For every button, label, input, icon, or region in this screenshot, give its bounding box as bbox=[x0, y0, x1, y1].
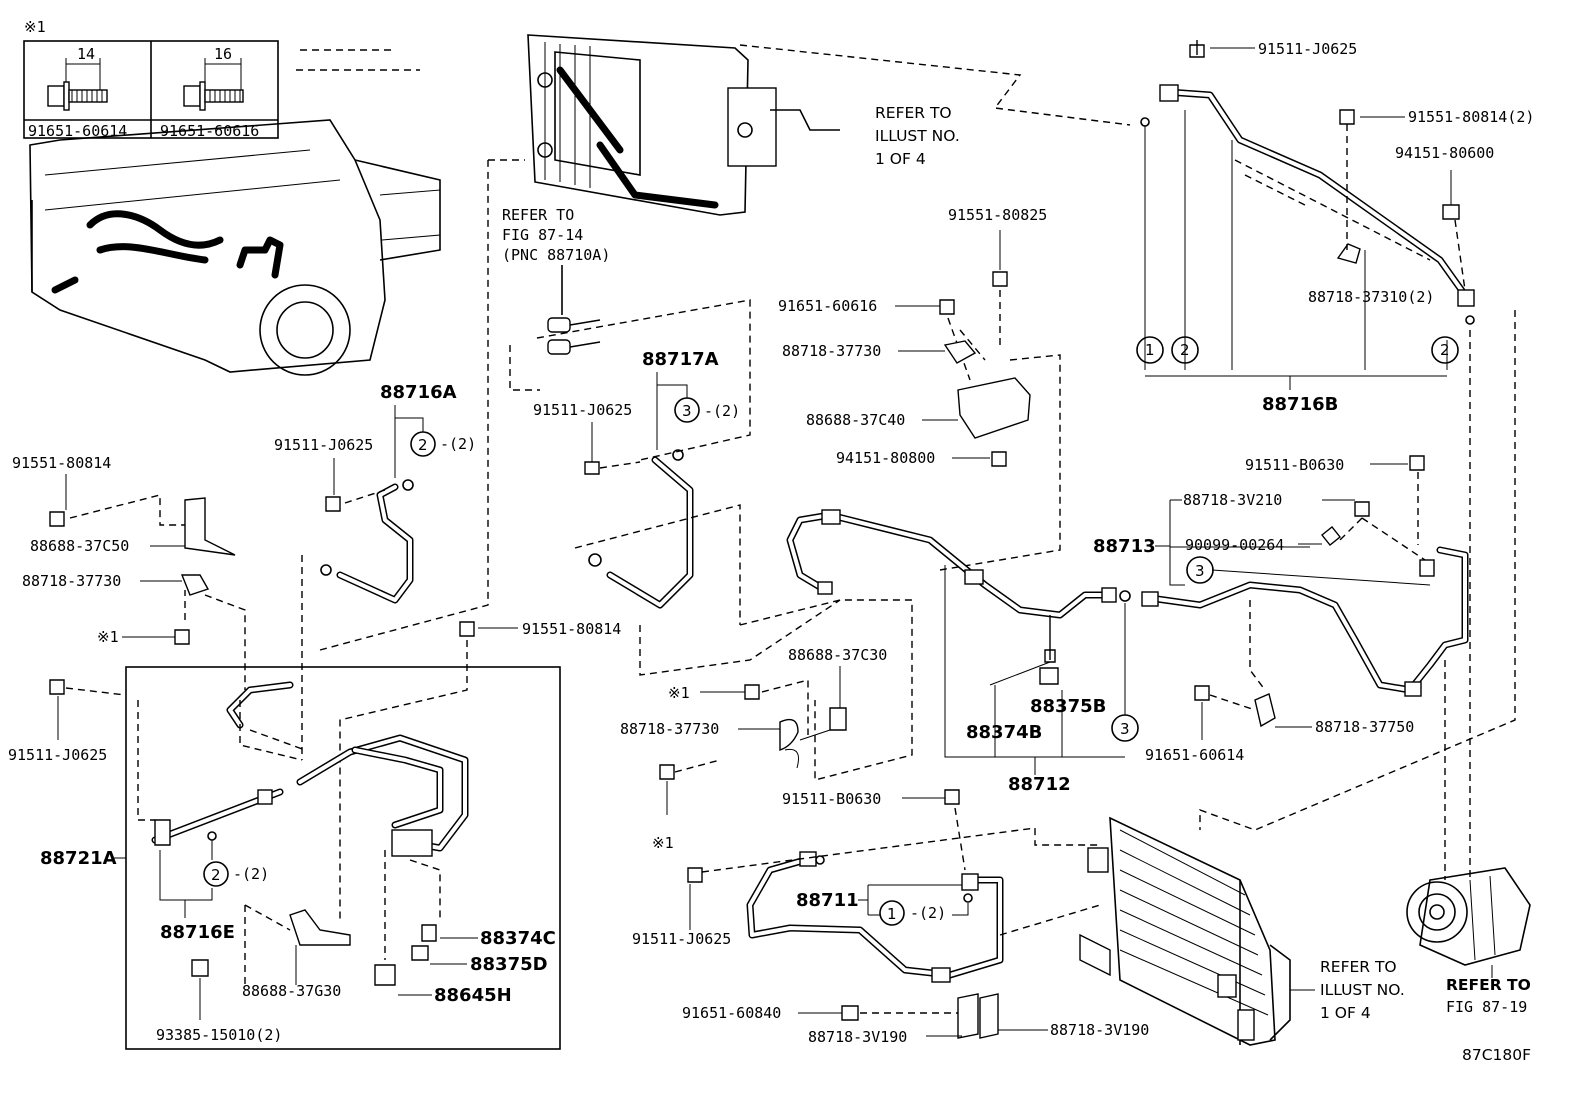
label-88721A: 88721A bbox=[40, 848, 117, 869]
label-88645H: 88645H bbox=[434, 985, 512, 1006]
label-88374B: 88374B bbox=[966, 722, 1042, 743]
label-88718-3V190-b: 88718-3V190 bbox=[1050, 1021, 1149, 1039]
label-93385-15010-2: 93385-15010(2) bbox=[156, 1026, 282, 1044]
label-91551-80825: 91551-80825 bbox=[948, 206, 1047, 224]
label-88718-37730-left: 88718-37730 bbox=[22, 572, 121, 590]
pipe-88711: 88711 1 -(2) bbox=[746, 851, 1004, 983]
refer-fig-line2: FIG 87-14 bbox=[502, 226, 583, 244]
label-91651-60840: 91651-60840 bbox=[682, 1004, 781, 1022]
refer-fig-line3: (PNC 88710A) bbox=[502, 246, 610, 264]
label-94151-80800: 94151-80800 bbox=[836, 449, 935, 467]
compressor-unit bbox=[1406, 867, 1531, 978]
label-mark1-left: ※1 bbox=[97, 628, 119, 646]
circle-2-88716A: 2 bbox=[418, 436, 428, 454]
label-91551-80814-2: 91551-80814(2) bbox=[1408, 108, 1534, 126]
refer-top-line3: 1 OF 4 bbox=[875, 150, 926, 168]
inset-mark: ※1 bbox=[24, 18, 46, 36]
circle-1-88716B: 1 bbox=[1145, 341, 1155, 359]
label-91511-B0630-right: 91511-B0630 bbox=[1245, 456, 1344, 474]
label-91551-80814-mid: 91551-80814 bbox=[522, 620, 621, 638]
refer-compressor-line2: FIG 87-19 bbox=[1446, 998, 1527, 1016]
label-88711: 88711 bbox=[796, 890, 859, 911]
label-91511-J0625-lower-left: 91511-J0625 bbox=[8, 746, 107, 764]
label-88718-37310-2: 88718-37310(2) bbox=[1308, 288, 1434, 306]
label-88718-37730-mid: 88718-37730 bbox=[620, 720, 719, 738]
label-90099-00264: 90099-00264 bbox=[1185, 536, 1284, 554]
connector-fittings bbox=[547, 265, 601, 355]
qty-88717A: -(2) bbox=[704, 402, 740, 420]
label-91511-J0625-mid: 91511-J0625 bbox=[533, 401, 632, 419]
refer-fig-line1: REFER TO bbox=[502, 206, 574, 224]
refer-top-line1: REFER TO bbox=[875, 104, 952, 122]
pipe-88712: 3 88375B 88374B 88712 bbox=[786, 509, 1139, 795]
label-88688-37C30: 88688-37C30 bbox=[788, 646, 887, 664]
label-91511-J0625-left: 91511-J0625 bbox=[274, 436, 373, 454]
label-91651-60616: 91651-60616 bbox=[778, 297, 877, 315]
pipe-88716B: 1 2 2 88716B bbox=[1136, 84, 1475, 415]
circle-2-88716E: 2 bbox=[211, 866, 221, 884]
label-88713: 88713 bbox=[1093, 536, 1156, 557]
label-88718-37750: 88718-37750 bbox=[1315, 718, 1414, 736]
label-88688-37C40: 88688-37C40 bbox=[806, 411, 905, 429]
refer-bottom-line3: 1 OF 4 bbox=[1320, 1004, 1371, 1022]
fastener-inset: ※1 14 91651-60614 16 91651-60616 bbox=[23, 18, 279, 140]
label-mark1-bottom: ※1 bbox=[652, 834, 674, 852]
qty-88716E: -(2) bbox=[233, 865, 269, 883]
label-88718-3V190-a: 88718-3V190 bbox=[808, 1028, 907, 1046]
circle-2-88716B-a: 2 bbox=[1180, 341, 1190, 359]
pipe-88713: 3 bbox=[1141, 500, 1469, 697]
label-91511-B0630-mid: 91511-B0630 bbox=[782, 790, 881, 808]
pipe-88716A: 88716A 2 -(2) bbox=[320, 382, 476, 604]
qty-88716A: -(2) bbox=[440, 435, 476, 453]
circle-3-88712: 3 bbox=[1120, 720, 1130, 738]
qty-88711: -(2) bbox=[910, 904, 946, 922]
refer-bottom-line2: ILLUST NO. bbox=[1320, 981, 1405, 999]
refer-top-line2: ILLUST NO. bbox=[875, 127, 960, 145]
label-88375D: 88375D bbox=[470, 954, 548, 975]
label-88688-37G30: 88688-37G30 bbox=[242, 982, 341, 1000]
diagram-code: 87C180F bbox=[1462, 1046, 1531, 1064]
refer-bottom-line1: REFER TO bbox=[1320, 958, 1397, 976]
label-91651-60614: 91651-60614 bbox=[1145, 746, 1244, 764]
pipe-88716E: 2 -(2) 88716E bbox=[151, 681, 469, 943]
label-88718-37730-top: 88718-37730 bbox=[782, 342, 881, 360]
circle-3-88717A: 3 bbox=[682, 402, 692, 420]
truck-cab-illustration bbox=[29, 49, 441, 376]
circle-3-88713: 3 bbox=[1195, 562, 1205, 580]
label-91511-J0625-top-right: 91511-J0625 bbox=[1258, 40, 1357, 58]
evaporator-unit bbox=[527, 34, 840, 216]
label-88374C: 88374C bbox=[480, 928, 556, 949]
label-94151-80600: 94151-80600 bbox=[1395, 144, 1494, 162]
label-88712: 88712 bbox=[1008, 774, 1071, 795]
inset-part-left: 91651-60614 bbox=[28, 122, 127, 140]
label-91511-J0625-bottom: 91511-J0625 bbox=[632, 930, 731, 948]
pipe-88717A: 88717A 3 -(2) bbox=[509, 299, 751, 625]
condenser-unit bbox=[1079, 816, 1291, 1046]
label-88717A: 88717A bbox=[642, 349, 719, 370]
label-88716E: 88716E bbox=[160, 922, 235, 943]
refer-compressor-line1: REFER TO bbox=[1446, 976, 1531, 994]
label-88718-3V210: 88718-3V210 bbox=[1183, 491, 1282, 509]
inset-dim-left: 14 bbox=[77, 45, 95, 63]
label-91551-80814-left: 91551-80814 bbox=[12, 454, 111, 472]
label-88716A: 88716A bbox=[380, 382, 457, 403]
inset-dim-right: 16 bbox=[214, 45, 232, 63]
label-88375B: 88375B bbox=[1030, 696, 1106, 717]
circle-1-88711: 1 bbox=[887, 905, 897, 923]
label-mark1-mid: ※1 bbox=[668, 684, 690, 702]
circle-2-88716B-b: 2 bbox=[1440, 341, 1450, 359]
label-88688-37C50: 88688-37C50 bbox=[30, 537, 129, 555]
label-88716B: 88716B bbox=[1262, 394, 1338, 415]
